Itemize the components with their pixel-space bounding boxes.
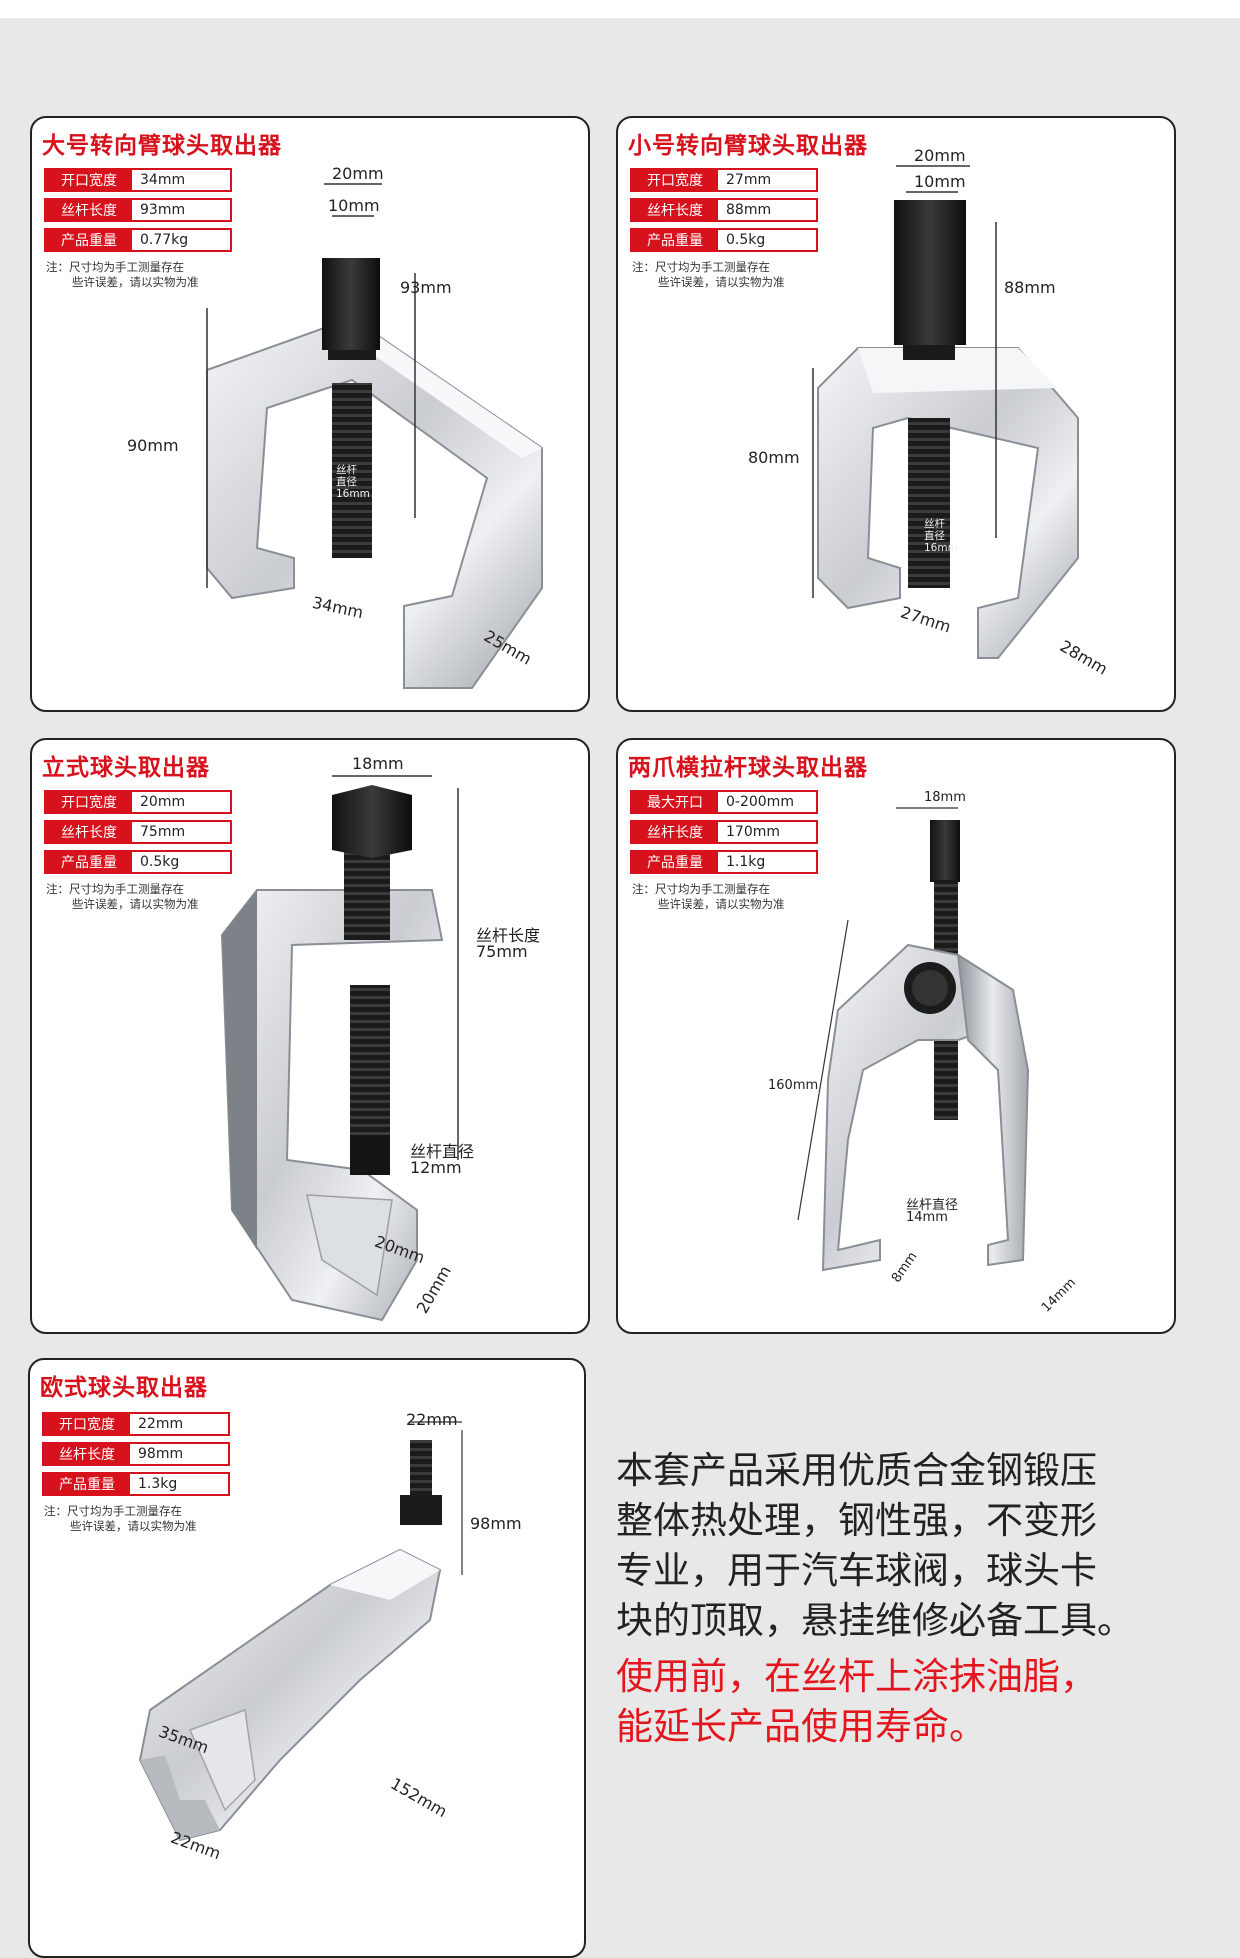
- panel-title: 立式球头取出器: [42, 755, 210, 781]
- dim-screw: 75mm: [476, 942, 528, 961]
- usage-warning: 使用前，在丝杆上涂抹油脂， 能延长产品使用寿命。: [616, 1655, 1097, 1748]
- dim-rod-label: 丝杆直径: [410, 1142, 475, 1161]
- measurement-note: 注：尺寸均为手工测量存在些许误差，请以实物为准: [632, 260, 785, 289]
- dim-screw: 98mm: [470, 1514, 522, 1533]
- dim-top: 18mm: [352, 754, 404, 773]
- small-puller-image: [812, 165, 1079, 659]
- product-description: 本套产品采用优质合金钢锻压 整体热处理，钢性强，不变形 专业，用于汽车球阀，球头…: [616, 1449, 1134, 1642]
- measurement-note: 注：尺寸均为手工测量存在些许误差，请以实物为准: [632, 882, 785, 911]
- measurement-note: 注：尺寸均为手工测量存在些许误差，请以实物为准: [44, 1504, 197, 1533]
- dim-inner: 10mm: [328, 196, 380, 215]
- top-strip: [0, 0, 1240, 18]
- vertical-puller-image: [220, 775, 459, 1322]
- dim-screw: 88mm: [1004, 278, 1056, 297]
- dim-height: 160mm: [768, 1078, 819, 1093]
- measurement-note: 注：尺寸均为手工测量存在些许误差，请以实物为准: [46, 260, 199, 289]
- large-puller-image: [206, 183, 543, 689]
- panel-title: 两爪横拉杆球头取出器: [628, 755, 868, 781]
- dim-height: 80mm: [748, 448, 800, 467]
- two-jaw-puller-image: [797, 807, 1030, 1272]
- panel-title: 大号转向臂球头取出器: [42, 133, 282, 159]
- dim-top: 22mm: [406, 1410, 458, 1429]
- dim-screw: 93mm: [400, 278, 452, 297]
- european-puller-image: [138, 1421, 463, 1842]
- panel-title: 小号转向臂球头取出器: [628, 133, 868, 159]
- dim-rod-label: 丝杆直径: [906, 1198, 959, 1213]
- measurement-note: 注：尺寸均为手工测量存在些许误差，请以实物为准: [46, 882, 199, 911]
- dim-top: 20mm: [332, 164, 384, 183]
- dim-rod: 12mm: [410, 1158, 462, 1177]
- panel-title: 欧式球头取出器: [40, 1375, 208, 1401]
- dim-top: 18mm: [924, 790, 966, 805]
- dim-height: 90mm: [127, 436, 179, 455]
- dim-rod: 14mm: [906, 1210, 948, 1225]
- dim-top: 20mm: [914, 146, 966, 165]
- dim-inner: 10mm: [914, 172, 966, 191]
- dim-screw-label: 丝杆长度: [476, 926, 541, 945]
